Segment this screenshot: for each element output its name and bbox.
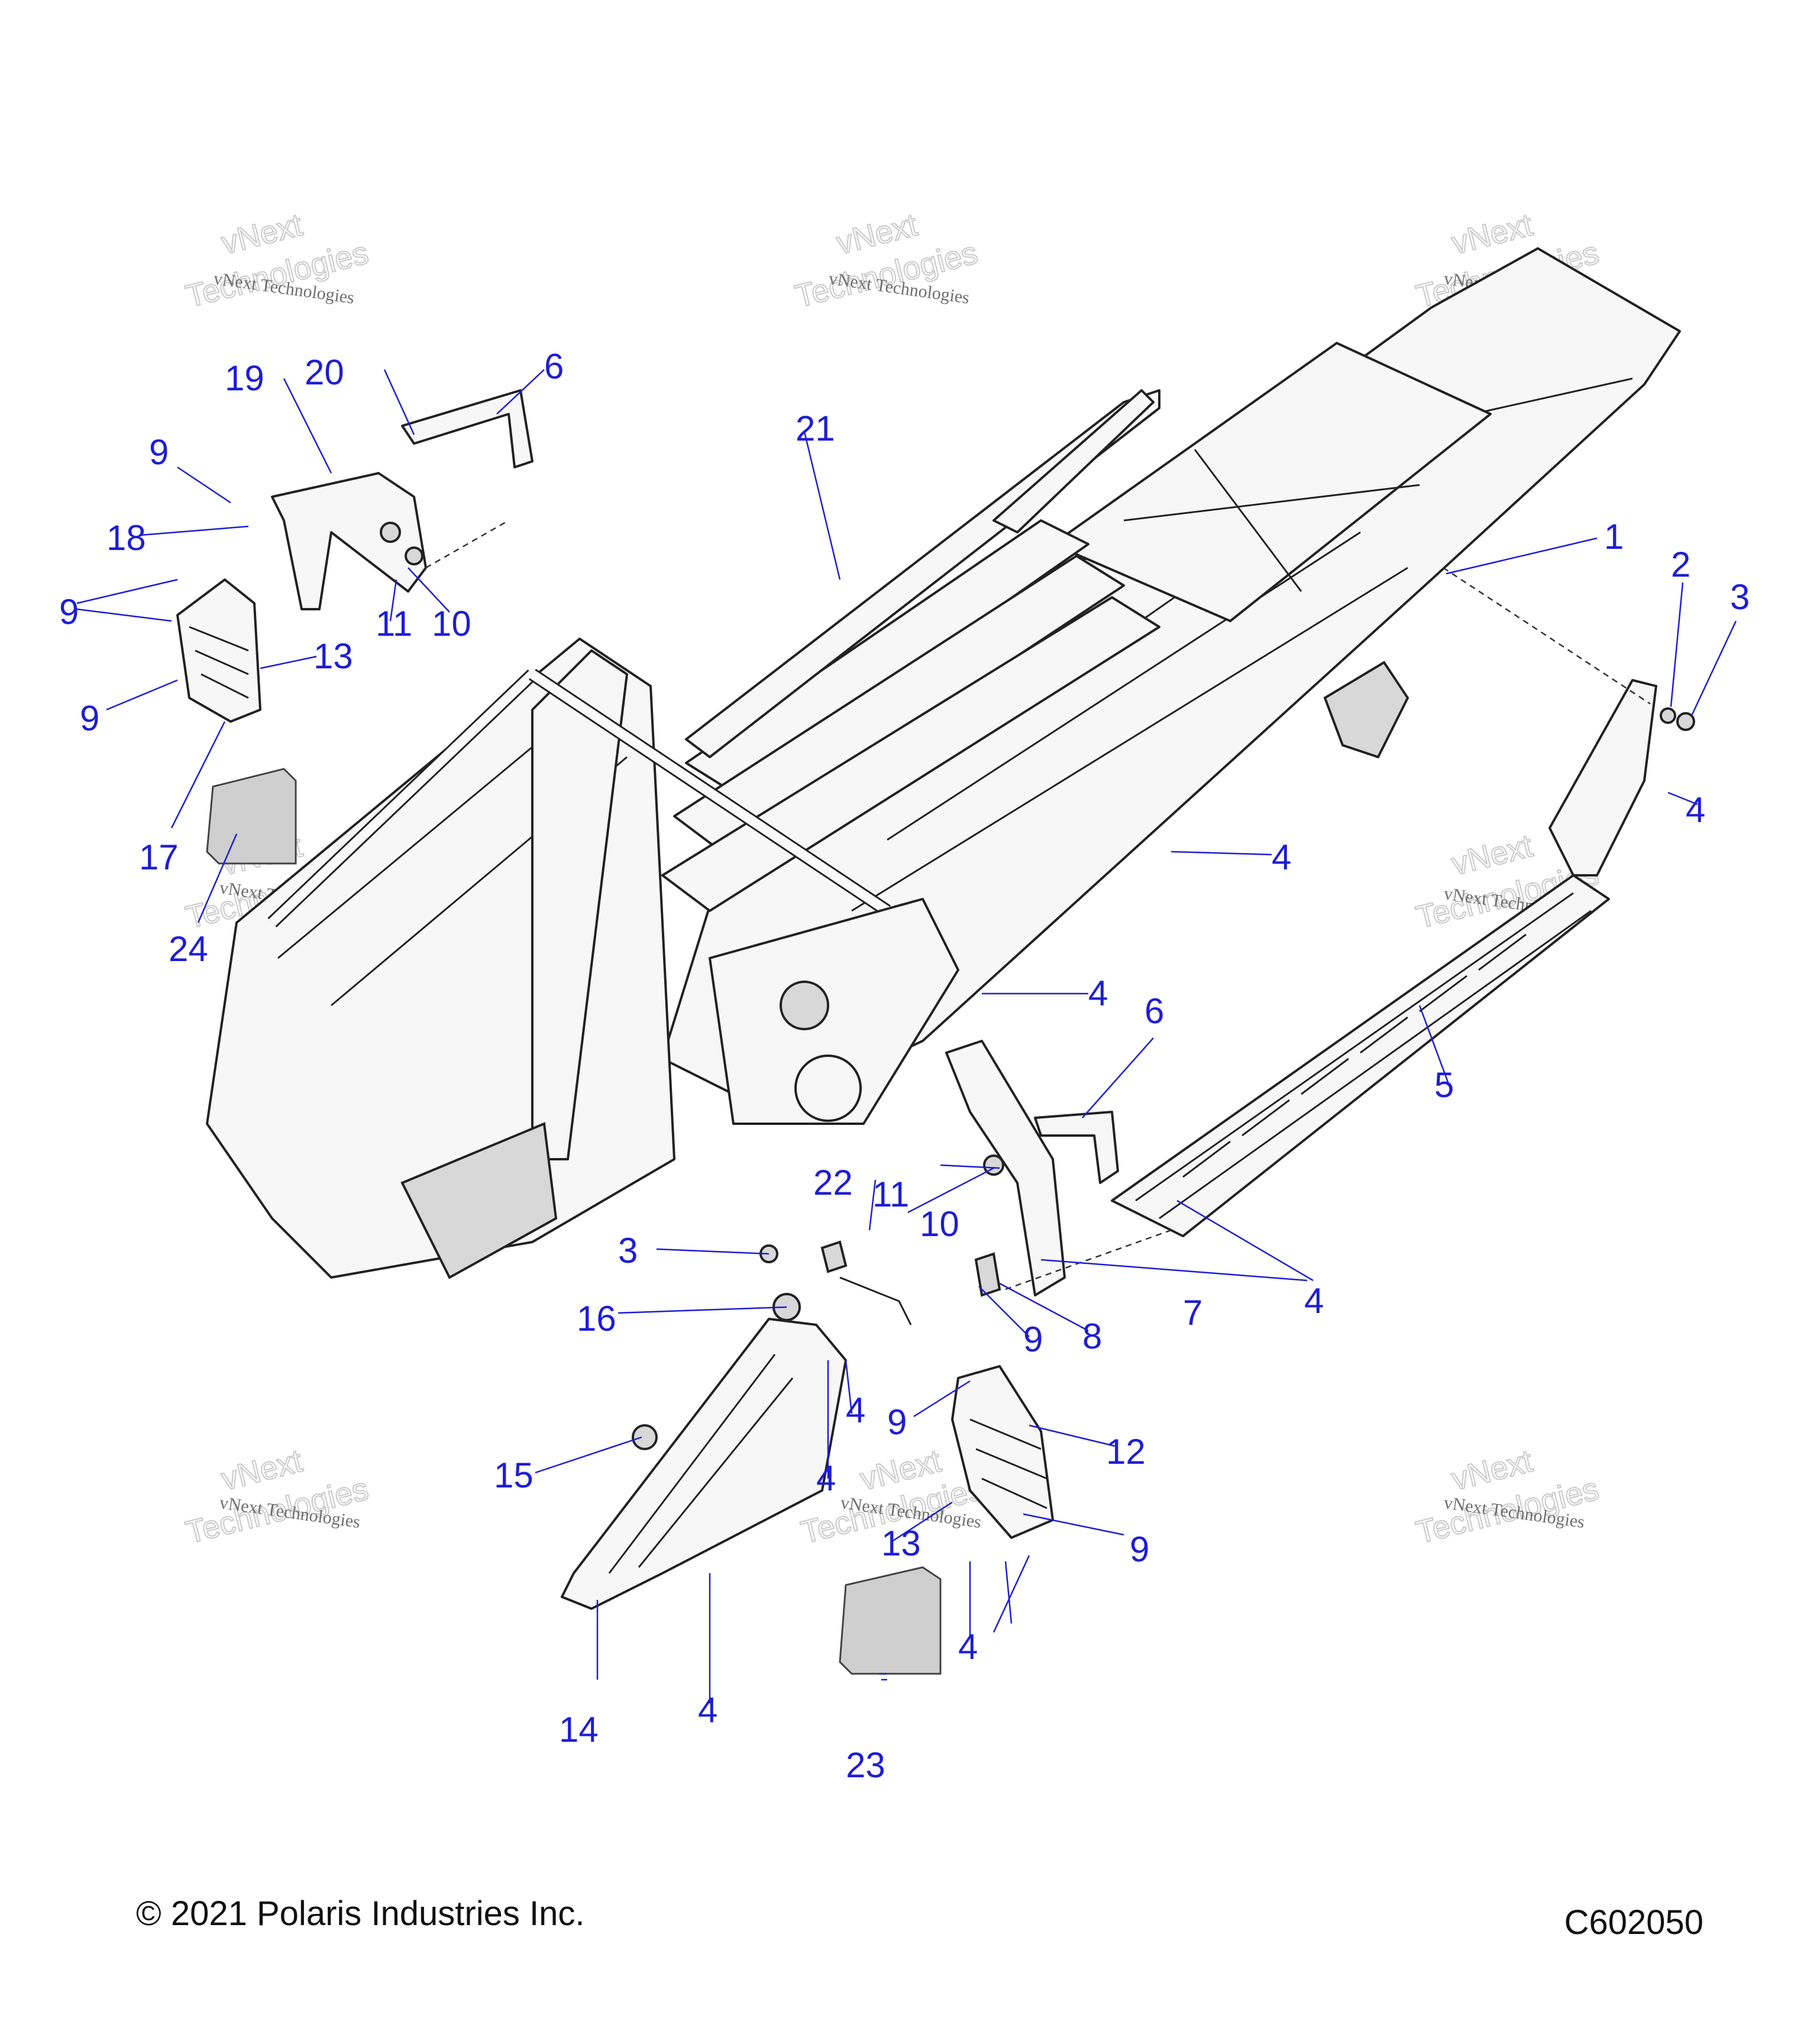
callout-23: 23: [846, 1745, 885, 1785]
clip-22: [820, 1240, 848, 1273]
callout-9: 9: [149, 432, 169, 472]
callout-4: 4: [958, 1627, 978, 1667]
callout-6: 6: [544, 347, 564, 386]
callout-9: 9: [887, 1402, 907, 1442]
callout-4: 4: [1686, 790, 1705, 830]
callout-22: 22: [813, 1163, 853, 1202]
running-board-rail: [1548, 679, 1657, 877]
callout-19: 19: [225, 358, 264, 398]
callout-8: 8: [1082, 1317, 1102, 1356]
handle-right: [1034, 1111, 1119, 1184]
handle-left: [401, 389, 534, 468]
watermark-bottom-right: vNext Technologies vNext Technologies: [1412, 1443, 1602, 1551]
cooler-panel-3: [661, 596, 1160, 912]
callout-7: 7: [1183, 1293, 1202, 1333]
knee-pad-bracket-left: [176, 578, 261, 723]
support-bracket-left: [271, 472, 427, 610]
running-board: [1111, 679, 1657, 1237]
callout-9: 9: [1130, 1529, 1149, 1569]
callout-11: 11: [376, 604, 412, 643]
left-bracket-assembly: [176, 389, 534, 723]
side-panel-assembly: [561, 1293, 847, 1610]
knee-pad-bracket-right: [951, 1365, 1054, 1539]
watermark-top-left: vNext Technologies vNext Technologies: [182, 206, 372, 315]
bracket-plate-right: [974, 1252, 1001, 1297]
callout-24: 24: [169, 929, 208, 969]
nut-3-rear: [1676, 712, 1695, 731]
callout-11: 11: [872, 1175, 909, 1214]
callout-13: 13: [313, 636, 353, 676]
copyright-text: © 2021 Polaris Industries Inc.: [136, 1894, 584, 1933]
leader-lines: [76, 369, 1737, 1703]
callout-13: 13: [881, 1524, 921, 1563]
support-bracket-right: [945, 1040, 1066, 1296]
callout-12: 12: [1106, 1432, 1146, 1471]
upper-rail-arm: [992, 389, 1155, 533]
diagram-code: C602050: [1564, 1903, 1703, 1942]
chassis-assembly: [206, 247, 1681, 1279]
callout-18: 18: [106, 518, 146, 558]
steering-post: [531, 649, 628, 1160]
callout-20: 20: [305, 352, 344, 392]
callout-6: 6: [1144, 991, 1164, 1031]
side-panel-lower: [561, 1318, 847, 1610]
right-bracket-assembly: [945, 1040, 1172, 1297]
callout-9: 9: [1023, 1319, 1043, 1359]
callout-10: 10: [920, 1204, 959, 1244]
tunnel-top-panel: [1052, 342, 1492, 622]
callout-9: 9: [80, 698, 99, 738]
callout-1: 1: [1604, 517, 1624, 557]
callout-4: 4: [1272, 837, 1291, 877]
cooler-panel-1: [685, 519, 1089, 794]
callout-21: 21: [796, 409, 835, 448]
knee-pad-right: [839, 1566, 942, 1675]
callout-4: 4: [846, 1390, 865, 1430]
side-plate: [709, 898, 959, 1125]
callout-4: 4: [1088, 974, 1108, 1013]
callout-3: 3: [1730, 577, 1750, 617]
callout-10: 10: [432, 604, 471, 643]
callout-15: 15: [494, 1456, 534, 1495]
callout-2: 2: [1671, 545, 1690, 584]
callout-14: 14: [559, 1710, 599, 1749]
clip-15: [632, 1424, 658, 1450]
rear-bracket: [1323, 661, 1409, 759]
callout-labels: 1 2 3 3 4 4 4 4 4 4 4 4 5 6 6 7 8 9 9 9 …: [59, 347, 1750, 1785]
callout-9: 9: [59, 592, 79, 632]
callout-4: 4: [816, 1458, 836, 1498]
callout-4: 4: [1304, 1281, 1324, 1321]
cooler-panel-2: [673, 555, 1125, 853]
callout-4: 4: [698, 1690, 717, 1730]
lower-shroud: [400, 1122, 558, 1279]
callout-3: 3: [618, 1231, 638, 1270]
knee-pad-left: [206, 768, 297, 865]
callout-5: 5: [1434, 1065, 1454, 1105]
side-plate-hole-large: [794, 1055, 862, 1122]
nut-left: [380, 522, 401, 543]
running-board-slots: [1182, 933, 1527, 1178]
callout-17: 17: [139, 837, 179, 877]
washer-left: [405, 546, 423, 565]
watermark-top-center: vNext Technologies vNext Technologies: [791, 206, 981, 315]
washer-2: [1660, 707, 1676, 724]
callout-16: 16: [577, 1299, 616, 1338]
watermark-bottom-left: vNext Technologies vNext Technologies: [182, 1443, 372, 1551]
side-plate-hole: [780, 981, 829, 1030]
